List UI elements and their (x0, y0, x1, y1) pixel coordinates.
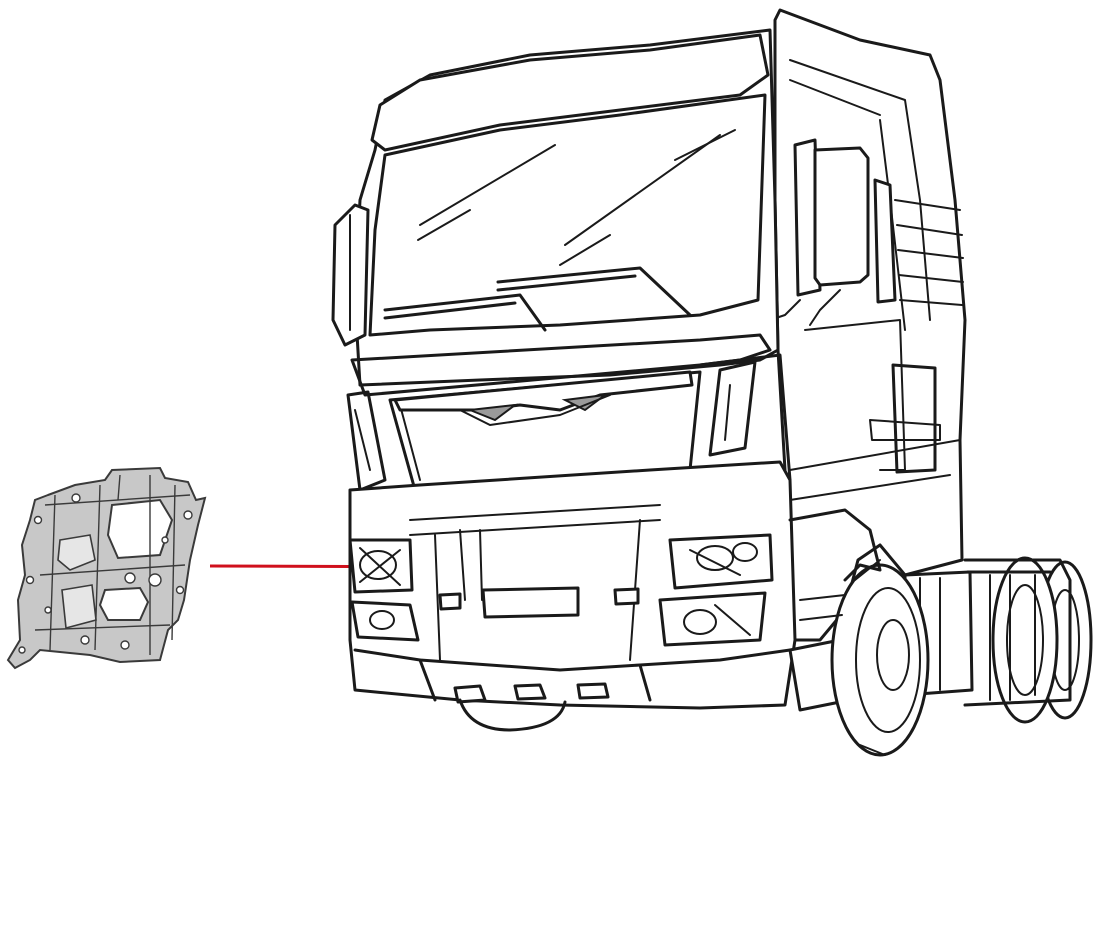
bracket-body (6, 466, 207, 670)
grille-mesh-right (561, 393, 609, 412)
wipers (383, 266, 692, 332)
windscreen (368, 93, 767, 337)
headlamp-bracket-part (6, 466, 207, 670)
bumper (348, 460, 797, 710)
grille-mesh-left (469, 403, 519, 422)
cab-side (773, 8, 967, 642)
sun-visor (370, 33, 770, 152)
number-plate (481, 586, 580, 619)
bracket-window-lower (98, 586, 150, 621)
left-headlamp (348, 538, 420, 642)
front-wheel (788, 559, 930, 757)
grille-badge-bar (393, 370, 694, 412)
bracket-window-left (57, 534, 96, 571)
side-mirror (769, 138, 897, 326)
right-headlamp (658, 533, 774, 647)
rear-axle (903, 556, 1093, 724)
bracket-window-upper (106, 498, 174, 560)
truck-cab-illustration (331, 8, 1093, 757)
bracket-window-mid (61, 584, 97, 630)
